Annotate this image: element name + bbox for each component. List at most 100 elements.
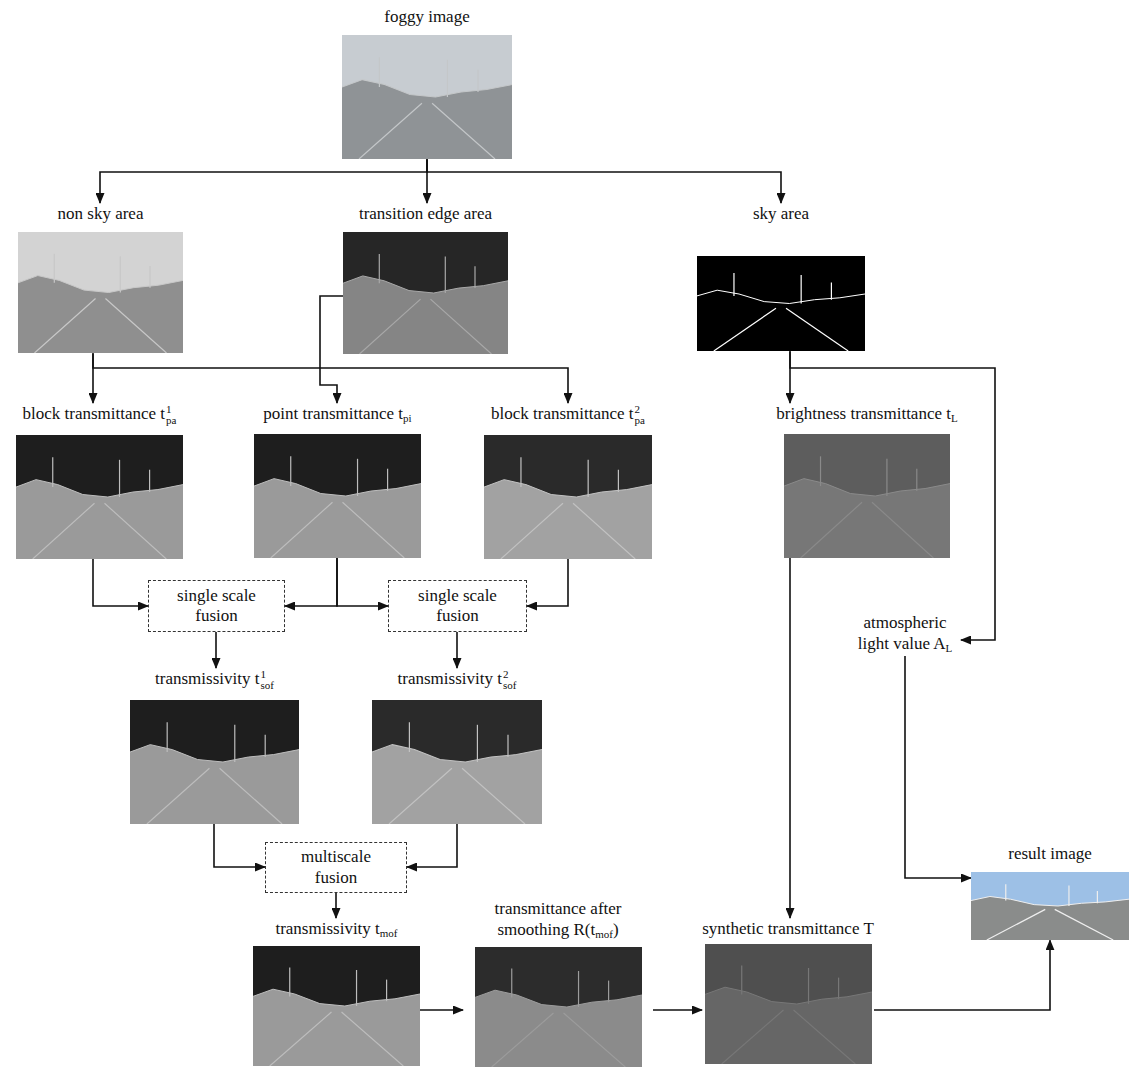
image-illustration <box>130 700 299 824</box>
image-sky <box>784 434 950 558</box>
image-detail <box>837 978 838 1000</box>
image-frame <box>475 947 642 1067</box>
image-detail <box>149 266 150 288</box>
image-detail <box>360 299 421 354</box>
image-node: block transmittance t2pa <box>484 403 652 559</box>
image-ground <box>18 276 183 353</box>
image-frame <box>130 700 299 824</box>
image-caption: transmittance after smoothing R(tmof) <box>463 898 653 942</box>
image-detail <box>786 309 848 352</box>
image-detail <box>234 724 235 761</box>
subscript: mof <box>595 928 613 940</box>
image-detail <box>290 456 291 486</box>
image-illustration <box>475 947 642 1067</box>
box-text: multiscale fusion <box>282 847 390 888</box>
image-horizon <box>342 80 512 97</box>
image-caption: block transmittance t1pa <box>16 403 183 427</box>
image-node: transmissivity t2sof <box>372 668 542 824</box>
label-text: transmissivity t <box>155 669 259 688</box>
image-horizon <box>253 989 420 1006</box>
image-horizon <box>484 479 652 496</box>
image-detail <box>379 254 380 283</box>
image-detail <box>265 734 266 756</box>
image-frame <box>254 434 421 558</box>
image-ground <box>16 479 183 558</box>
fusion-box: single scale fusion <box>148 580 285 632</box>
label-text: non sky area <box>58 204 144 223</box>
superscript: 2 <box>503 669 516 681</box>
image-caption: synthetic transmittance T <box>702 918 874 939</box>
image-detail <box>447 60 448 97</box>
image-detail <box>33 503 95 559</box>
subscript: sof <box>260 680 273 692</box>
image-detail <box>563 1013 625 1067</box>
subscript: mof <box>380 927 398 939</box>
image-detail <box>820 456 821 486</box>
image-detail <box>801 275 802 304</box>
image-detail <box>220 768 283 824</box>
image-frame <box>18 232 183 353</box>
image-detail <box>501 503 563 559</box>
flow-arrow <box>653 1009 702 1011</box>
plain-label: atmospheric light value AL <box>849 612 961 656</box>
superscript: 2 <box>635 404 645 416</box>
image-frame <box>342 35 512 159</box>
text-node: atmospheric light value AL <box>849 612 961 656</box>
image-detail <box>52 457 53 487</box>
box-text: single scale fusion <box>165 586 268 627</box>
image-horizon <box>784 478 950 495</box>
image-detail <box>1005 884 1006 900</box>
flow-arrow <box>337 558 388 606</box>
flow-arrow <box>789 558 791 918</box>
image-horizon <box>475 990 642 1007</box>
image-horizon <box>971 897 1129 907</box>
index-stack: 2sof <box>503 669 516 692</box>
label-text: single scale fusion <box>177 586 256 625</box>
subscript: sof <box>503 680 516 692</box>
image-detail <box>577 971 578 1007</box>
image-detail <box>1097 891 1098 903</box>
image-detail <box>379 58 380 88</box>
image-sky <box>342 35 512 159</box>
image-detail <box>801 502 862 558</box>
image-frame <box>971 872 1129 940</box>
flow-arrow <box>905 656 971 878</box>
image-illustration <box>254 434 421 558</box>
image-sky <box>343 232 508 354</box>
image-node: result image <box>971 843 1129 940</box>
index-stack: 2pa <box>635 404 645 427</box>
image-illustration <box>342 35 512 159</box>
image-caption: transition edge area <box>343 203 508 224</box>
label-text: foggy image <box>384 7 469 26</box>
image-detail <box>573 503 635 559</box>
subscript: L <box>951 412 958 424</box>
image-node: sky area <box>697 203 865 351</box>
image-detail <box>105 299 166 353</box>
image-detail <box>916 468 917 490</box>
image-detail <box>721 1010 783 1064</box>
flow-arrow <box>527 559 568 606</box>
flow-arrow <box>215 632 217 668</box>
image-detail <box>741 966 742 995</box>
image-detail <box>477 724 478 761</box>
image-detail <box>120 256 121 292</box>
label-text: transmissivity t <box>398 669 502 688</box>
label-text: multiscale fusion <box>301 847 371 886</box>
image-node: block transmittance t1pa <box>16 403 183 559</box>
image-detail <box>588 459 589 496</box>
image-detail <box>618 469 619 491</box>
flow-arrow <box>427 159 781 203</box>
image-illustration <box>372 700 542 824</box>
image-sky <box>475 947 642 1067</box>
image-caption: non sky area <box>18 203 183 224</box>
image-node: point transmittance tpi <box>254 403 421 558</box>
image-frame <box>343 232 508 354</box>
image-horizon <box>16 479 183 496</box>
image-sky <box>130 700 299 824</box>
subscript: pa <box>166 415 176 427</box>
label-text: brightness transmittance t <box>776 404 951 423</box>
image-caption: transmissivity t1sof <box>130 668 299 692</box>
image-detail <box>357 459 358 496</box>
image-ground <box>971 897 1129 941</box>
image-detail <box>147 768 210 824</box>
